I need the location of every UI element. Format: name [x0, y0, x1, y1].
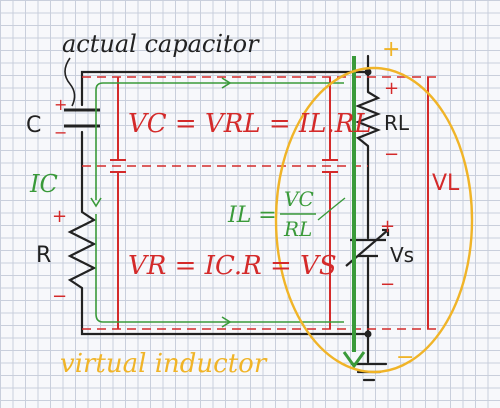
vs-plus: +	[380, 216, 395, 237]
capacitor-pointer	[64, 57, 76, 107]
junction-dots	[364, 68, 372, 338]
arrow-left	[90, 197, 102, 208]
virtual-inductor-label: virtual inductor	[60, 349, 268, 379]
il-formula-lhs: IL =	[227, 203, 277, 228]
arrow-bottom	[221, 316, 232, 328]
resistor-r-minus: −	[52, 286, 67, 307]
capacitor-plus: +	[54, 95, 67, 114]
vl-label: VL	[432, 171, 460, 196]
equation-top: VC = VRL = IL.RL	[128, 109, 372, 139]
actual-capacitor-label: actual capacitor	[62, 30, 260, 58]
resistor-r-label: R	[36, 243, 51, 268]
arrow-top	[221, 77, 232, 89]
resistor-rl-symbol	[355, 91, 381, 147]
il-formula-numerator: VC	[284, 187, 314, 211]
virtual-inductor-ellipse	[274, 66, 474, 374]
wire-top	[80, 70, 370, 107]
top-plus: +	[382, 37, 400, 62]
equation-bottom: VR = IC.R = VS	[128, 251, 337, 281]
resistor-r-symbol	[67, 211, 97, 289]
vs-minus: −	[380, 274, 395, 295]
ic-label: IC	[29, 170, 58, 198]
capacitor-label: C	[26, 113, 41, 138]
il-formula-denominator: RL	[283, 217, 312, 241]
circuit-wires	[80, 54, 388, 382]
capacitor-symbol	[64, 108, 100, 128]
rl-label: RL	[384, 111, 410, 135]
bottom-minus: −	[396, 345, 414, 370]
voltage-markers	[82, 76, 440, 330]
rl-minus: −	[384, 144, 399, 165]
vs-label: Vs	[390, 243, 414, 267]
capacitor-minus: −	[54, 123, 67, 142]
rl-plus: +	[384, 78, 399, 99]
wire-left-bottom	[80, 286, 370, 336]
resistor-r-plus: +	[52, 206, 67, 227]
current-paths	[90, 56, 366, 369]
